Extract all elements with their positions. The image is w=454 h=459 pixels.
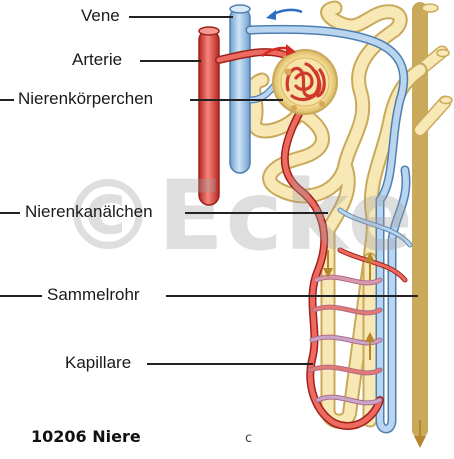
figure-caption: 10206 Niere xyxy=(31,427,141,446)
leader-nierenkanaelchen xyxy=(0,212,20,214)
renal-corpuscle xyxy=(272,49,338,115)
corner-mark: c xyxy=(245,431,253,446)
label-nierenkanaelchen: Nierenkanälchen xyxy=(25,202,153,221)
leader-arterie xyxy=(140,60,201,62)
label-sammelrohr: Sammelrohr xyxy=(47,285,140,304)
leader-vene xyxy=(129,16,233,18)
leader-nierenkanaelchen-right xyxy=(185,212,328,214)
leader-sammelrohr xyxy=(0,295,42,297)
capillary-network xyxy=(307,207,413,406)
watermark: ©Ecke xyxy=(60,160,415,272)
leader-sammelrohr-right xyxy=(166,295,418,297)
label-vene: Vene xyxy=(81,6,120,25)
leader-nierenkoerperchen-right xyxy=(190,99,283,101)
arrow-left-icon xyxy=(266,8,303,20)
leader-nierenkoerperchen xyxy=(0,99,14,101)
leader-kapillare xyxy=(147,363,313,365)
label-nierenkoerperchen: Nierenkörperchen xyxy=(18,89,154,108)
collecting-duct xyxy=(412,2,453,438)
arrow-down-icon xyxy=(414,420,426,448)
arrow-right-icon xyxy=(261,44,296,57)
label-arterie: Arterie xyxy=(72,50,123,69)
vein xyxy=(229,4,411,434)
tubule-flow-arrows xyxy=(323,250,375,360)
label-kapillare: Kapillare xyxy=(65,353,132,372)
